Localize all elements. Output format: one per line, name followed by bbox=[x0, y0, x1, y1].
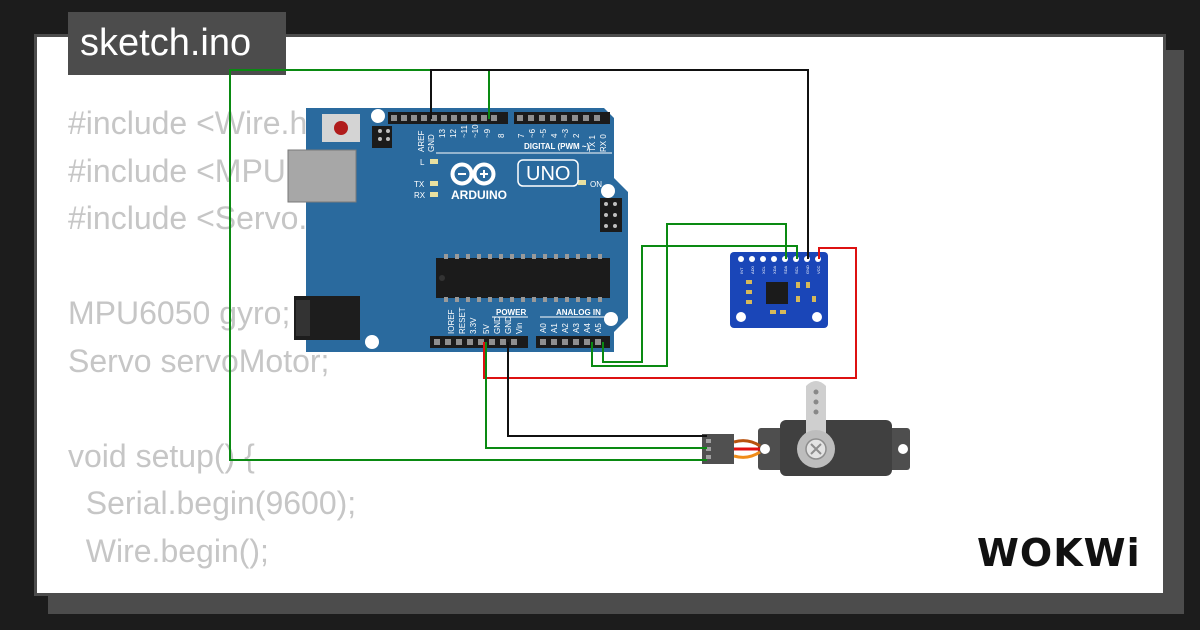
led-label: TX bbox=[414, 180, 425, 189]
code-line: void setup() { bbox=[68, 437, 255, 474]
pin-label: A1 bbox=[550, 323, 559, 333]
code-line: Servo servoMotor; bbox=[68, 342, 330, 379]
wire-green-scl[interactable] bbox=[602, 245, 798, 363]
pin-label: AREF bbox=[417, 131, 426, 152]
pin-label: XCL bbox=[761, 265, 766, 274]
led-label: L bbox=[420, 158, 425, 167]
led-l bbox=[430, 159, 438, 164]
pin-label: TX 1 bbox=[588, 135, 597, 152]
usb-connector bbox=[287, 149, 357, 203]
file-tab[interactable]: sketch.ino bbox=[68, 12, 286, 75]
digital-header bbox=[388, 112, 508, 124]
wire-red-mpu-vcc[interactable] bbox=[483, 247, 857, 379]
arduino-uno-board[interactable]: AREF GND 13 12 ~11 ~10 ~9 8 7 ~6 ~5 4 ~3… bbox=[287, 108, 628, 352]
pin-label: GND bbox=[493, 316, 502, 334]
pin-label: XDA bbox=[772, 265, 777, 274]
pin-label: A3 bbox=[572, 323, 581, 333]
atmega-chip bbox=[436, 258, 610, 298]
pin-label: ~10 bbox=[471, 124, 480, 138]
pin-label: A2 bbox=[561, 323, 570, 333]
power-header-label: POWER bbox=[496, 308, 526, 317]
pin-label: ~11 bbox=[460, 124, 469, 138]
code-line: Serial.begin(9600); bbox=[68, 485, 357, 521]
analog-header-label: ANALOG IN bbox=[556, 308, 601, 317]
pin-label: 2 bbox=[572, 133, 581, 138]
wire-black-servo-gnd[interactable] bbox=[507, 342, 707, 437]
pin-label: RX 0 bbox=[599, 134, 608, 152]
mpu6050-module[interactable]: INT AD0 XCL XDA SDA SCL GND VCC bbox=[730, 252, 828, 328]
pin-label: ~9 bbox=[483, 128, 492, 138]
pin-label: SDA bbox=[783, 265, 788, 274]
pin-label: ~6 bbox=[528, 128, 537, 138]
pin-label: ~3 bbox=[561, 128, 570, 138]
on-label: ON bbox=[590, 180, 602, 189]
pin-label: 8 bbox=[497, 133, 506, 138]
pin-label: 7 bbox=[517, 133, 526, 138]
led-rx bbox=[430, 192, 438, 197]
arduino-logo bbox=[450, 162, 496, 186]
wokwi-logo: WOKWi bbox=[977, 531, 1141, 575]
pin-label: VCC bbox=[816, 265, 821, 274]
wokwi-logo-text: WOKWi bbox=[977, 531, 1141, 575]
pin-label: Vin bbox=[515, 323, 524, 334]
pin-label: 4 bbox=[550, 133, 559, 138]
pin-label: 12 bbox=[449, 129, 458, 138]
pin-label: 13 bbox=[438, 129, 447, 138]
reset-button[interactable] bbox=[322, 114, 360, 142]
wire-black-mpu-gnd[interactable] bbox=[430, 69, 809, 259]
digital-header-label: DIGITAL (PWM ~) bbox=[524, 142, 590, 151]
brand-label: ARDUINO bbox=[451, 188, 507, 202]
pin-label: ~5 bbox=[539, 128, 548, 138]
pin-label: A5 bbox=[594, 323, 603, 333]
pin-label: GND bbox=[427, 134, 436, 152]
wire-green-servo-vcc[interactable] bbox=[485, 342, 707, 449]
pin-label: SCL bbox=[794, 265, 799, 274]
led-tx bbox=[430, 181, 438, 186]
pin-label: A0 bbox=[539, 323, 548, 333]
wire-green-servo-signal[interactable] bbox=[229, 69, 707, 461]
model-label: UNO bbox=[526, 163, 570, 185]
pin-label: GND bbox=[504, 316, 513, 334]
pin-label: A4 bbox=[583, 323, 592, 333]
code-line: #include <Wire.h> bbox=[68, 105, 326, 141]
code-line: Wire.begin(); bbox=[68, 532, 269, 569]
pin-label: RESET bbox=[458, 307, 467, 334]
code-line: MPU6050 gyro; bbox=[68, 295, 291, 331]
led-on bbox=[578, 180, 586, 185]
pin-label: GND bbox=[805, 265, 810, 274]
pin-label: 3.3V bbox=[469, 317, 478, 334]
pin-label: IOREF bbox=[447, 309, 456, 334]
pin-label: 5V bbox=[482, 324, 491, 334]
wire-green-sda[interactable] bbox=[591, 223, 787, 367]
wires bbox=[229, 69, 857, 461]
mpu-chip bbox=[766, 282, 788, 304]
servo-motor[interactable] bbox=[702, 381, 910, 476]
led-label: RX bbox=[414, 191, 426, 200]
pin-label: INT bbox=[739, 267, 744, 274]
pin-label: AD0 bbox=[750, 265, 755, 274]
